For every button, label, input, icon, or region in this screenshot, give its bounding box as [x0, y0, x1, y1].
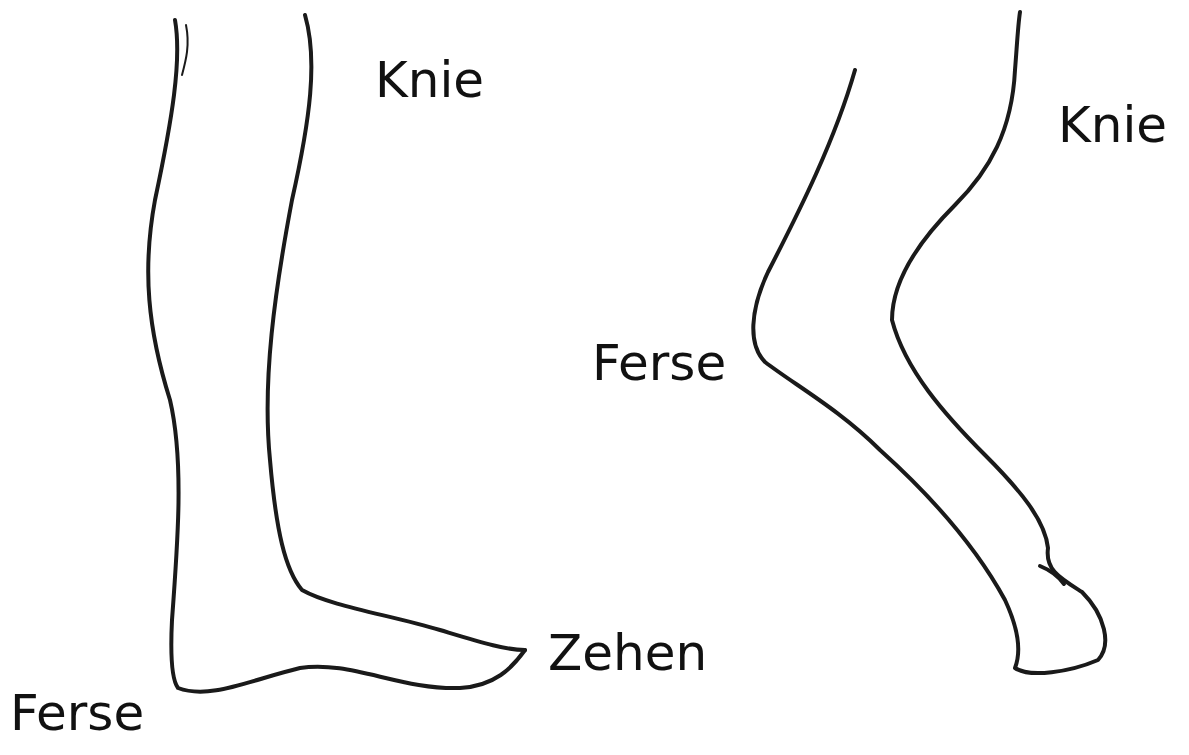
- part-label: Ferse: [10, 688, 144, 738]
- right-leg-ankle-tick: [1040, 566, 1064, 584]
- part-label: Ferse: [592, 338, 726, 388]
- right-leg-outline: [753, 12, 1105, 673]
- part-label: Zehen: [548, 628, 707, 678]
- left-leg-front: [268, 15, 525, 650]
- left-leg-back-stroke: [182, 25, 188, 75]
- left-leg-back: [148, 20, 525, 692]
- part-label: Knie: [1058, 100, 1167, 150]
- part-label: Knie: [375, 55, 484, 105]
